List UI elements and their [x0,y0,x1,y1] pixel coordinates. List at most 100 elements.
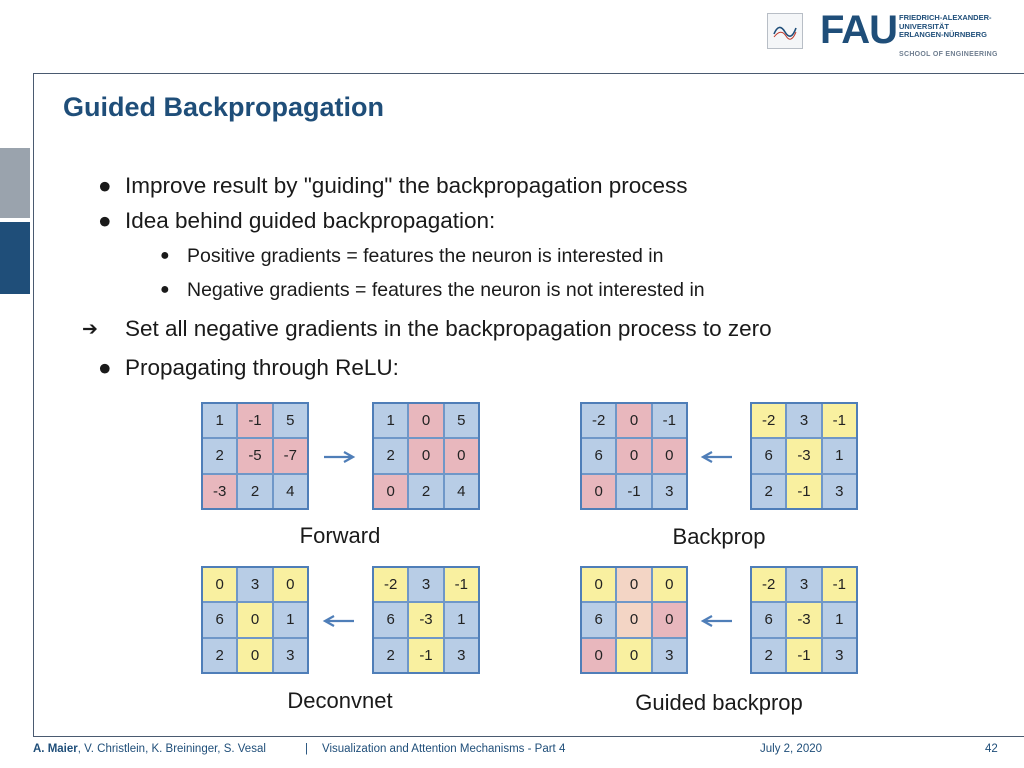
matrix-cell: 3 [787,404,821,438]
matrix-cell: 0 [238,638,272,672]
bullet-dot-icon: ● [98,173,112,198]
footer-lecture: Visualization and Attention Mechanisms -… [322,743,566,755]
matrix-cell: 0 [238,603,272,637]
matrix-cell: 0 [652,439,686,473]
matrix-cell: -1 [652,404,686,438]
matrix-cell: 0 [652,603,686,637]
matrix-cell: 2 [203,439,237,473]
matrix-cell: 0 [582,474,616,508]
matrix-cell: -1 [822,404,856,438]
matrix-cell: 2 [203,638,237,672]
bullet-dot-icon: ● [98,208,112,233]
footer-date: July 2, 2020 [760,743,823,755]
matrix-cell: 0 [617,638,651,672]
bullet-2: ●Idea behind guided backpropagation: [98,208,496,233]
matrix-cell: 5 [444,404,478,438]
matrix-cell: -1 [787,474,821,508]
matrix-cell: 2 [409,474,443,508]
fau-logo-text: FRIEDRICH-ALEXANDER- UNIVERSITÄT ERLANGE… [899,13,992,39]
matrix-cell: 1 [822,439,856,473]
matrix-cell: -3 [787,439,821,473]
matrix-cell: 1 [273,603,307,637]
matrix-cell: 3 [444,638,478,672]
matrix-cell: 0 [617,404,651,438]
matrix-cell: 3 [409,568,443,602]
matrix-cell: 4 [444,474,478,508]
matrix-cell: -7 [273,439,307,473]
matrix-cell: 0 [617,603,651,637]
matrix-cell: 3 [652,474,686,508]
matrix-cell: -1 [238,404,272,438]
diagram-caption: Backprop [672,524,766,549]
matrix-cell: -2 [374,568,408,602]
matrix-cell: 2 [752,474,786,508]
footer-divider [33,736,1024,737]
matrix-cell: 5 [273,404,307,438]
matrix-cell: 2 [238,474,272,508]
matrix-cell: -2 [752,568,786,602]
matrix-cell: 6 [203,603,237,637]
institute-logo-icon [767,13,803,49]
footer-page-number: 42 [985,743,998,755]
matrix-cell: 0 [582,638,616,672]
matrix-cell: 0 [444,439,478,473]
matrix-cell: 0 [409,404,443,438]
matrix-cell: 2 [752,638,786,672]
matrix-cell: -3 [787,603,821,637]
matrix-cell: -5 [238,439,272,473]
matrix-cell: 0 [203,568,237,602]
matrix-cell: 3 [273,638,307,672]
matrix-cell: 1 [203,404,237,438]
slide-title: Guided Backpropagation [63,92,385,122]
matrix-cell: 6 [752,603,786,637]
matrix-cell: -1 [409,638,443,672]
matrix-cell: 1 [444,603,478,637]
matrix-cell: 4 [273,474,307,508]
fau-school-text: SCHOOL OF ENGINEERING [899,51,998,58]
matrix-cell: -1 [444,568,478,602]
bullet-dot-icon: ● [160,247,170,264]
bullet-3: ●Propagating through ReLU: [98,355,399,380]
matrix-cell: 3 [238,568,272,602]
footer-separator: | [305,743,308,755]
matrix-cell: 0 [374,474,408,508]
matrix-cell: 3 [652,638,686,672]
bullet-dot-icon: ● [98,355,112,380]
matrix-cell: 1 [374,404,408,438]
arrow-right-icon: ➔ [82,319,98,340]
matrix-cell: 2 [374,439,408,473]
bullet-dot-icon: ● [160,281,170,298]
matrix-cell: 0 [617,568,651,602]
matrix-cell: 3 [822,474,856,508]
matrix-cell: 1 [822,603,856,637]
sub-bullet-2: ●Negative gradients = features the neuro… [160,279,705,301]
matrix-cell: -2 [752,404,786,438]
matrix-cell: -3 [409,603,443,637]
matrix-cell: -3 [203,474,237,508]
diagram-caption: Deconvnet [287,688,393,713]
matrix-cell: 6 [374,603,408,637]
matrix-cell: -2 [582,404,616,438]
matrix-cell: -1 [617,474,651,508]
arrow-left-icon [700,451,732,463]
matrix-cell: -1 [822,568,856,602]
matrix-cell: 3 [787,568,821,602]
matrix-cell: 0 [273,568,307,602]
side-tab-inactive [0,148,30,218]
diagram-caption: Guided backprop [635,690,803,715]
footer-authors: A. Maier, V. Christlein, K. Breininger, … [33,743,266,755]
arrow-right-icon [324,451,356,463]
bullet-1: ●Improve result by "guiding" the backpro… [98,173,688,198]
matrix-cell: 0 [652,568,686,602]
sub-bullet-1: ●Positive gradients = features the neuro… [160,245,664,267]
side-tab-active [0,222,30,294]
bullet-arrow: ➔Set all negative gradients in the backp… [82,316,772,341]
